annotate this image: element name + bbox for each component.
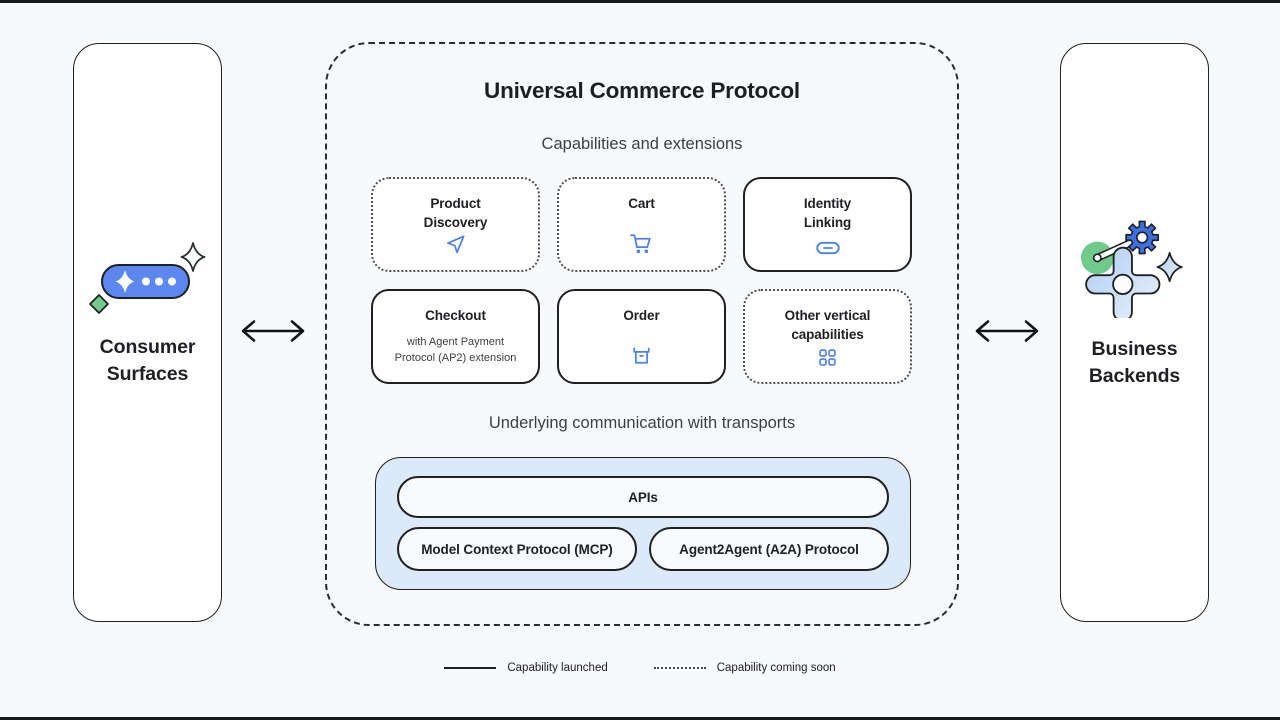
- assistant-pill-sparkle-icon: [88, 242, 205, 315]
- consumer-surfaces-panel: Consumer Surfaces: [73, 43, 222, 622]
- card-label: Cart: [628, 196, 655, 211]
- grid-icon: [819, 349, 836, 366]
- order-box-icon: [633, 347, 650, 364]
- card-label: Product Discovery: [423, 196, 488, 230]
- business-backends-label: Business Backends: [1088, 338, 1181, 387]
- consumer-surfaces-label: Consumer Surfaces: [99, 336, 196, 385]
- gears-sparkle-icon: [1080, 220, 1183, 319]
- capability-card-other-vertical: Other vertical capabilities: [743, 289, 912, 384]
- bottom-edge-bar: [0, 717, 1280, 720]
- transports-container: APIs Model Context Protocol (MCP) Agent2…: [375, 457, 911, 590]
- legend-coming-soon-label: Capability coming soon: [716, 662, 836, 674]
- legend: Capability launched Capability coming so…: [0, 662, 1280, 674]
- ucp-title: Universal Commerce Protocol: [484, 78, 800, 103]
- legend-launched-label: Capability launched: [507, 662, 608, 674]
- a2a-pill: Agent2Agent (A2A) Protocol: [649, 527, 889, 571]
- capabilities-grid: Product Discovery Cart: [371, 177, 912, 384]
- capability-card-identity-linking: Identity Linking: [743, 177, 912, 272]
- legend-solid-line: [444, 667, 497, 669]
- left-bidirectional-arrow-icon: [241, 320, 305, 342]
- capability-card-checkout: Checkout with Agent Payment Protocol (AP…: [371, 289, 540, 384]
- card-label: Order: [623, 308, 660, 323]
- card-label: Other vertical capabilities: [784, 308, 871, 342]
- capability-card-cart: Cart: [557, 177, 726, 272]
- capability-card-order: Order: [557, 289, 726, 384]
- transports-heading: Underlying communication with transports: [488, 414, 796, 432]
- right-bidirectional-arrow-icon: [975, 320, 1039, 342]
- universal-commerce-protocol-container: Universal Commerce Protocol Capabilities…: [325, 42, 959, 626]
- link-icon: [815, 241, 840, 255]
- legend-item-coming-soon: Capability coming soon: [653, 662, 836, 674]
- top-edge-bar: [0, 0, 1280, 3]
- shopping-cart-icon: [630, 234, 651, 254]
- apis-pill: APIs: [397, 476, 889, 518]
- business-backends-panel: Business Backends: [1060, 43, 1209, 622]
- card-label: Checkout: [425, 308, 486, 323]
- capability-card-product-discovery: Product Discovery: [371, 177, 540, 272]
- capabilities-heading: Capabilities and extensions: [541, 135, 743, 153]
- mcp-pill: Model Context Protocol (MCP): [397, 527, 637, 571]
- card-sublabel: with Agent Payment Protocol (AP2) extens…: [394, 336, 517, 365]
- legend-item-launched: Capability launched: [444, 662, 608, 674]
- navigation-arrow-icon: [446, 235, 465, 254]
- legend-dotted-line: [653, 667, 706, 669]
- card-label: Identity Linking: [803, 196, 852, 230]
